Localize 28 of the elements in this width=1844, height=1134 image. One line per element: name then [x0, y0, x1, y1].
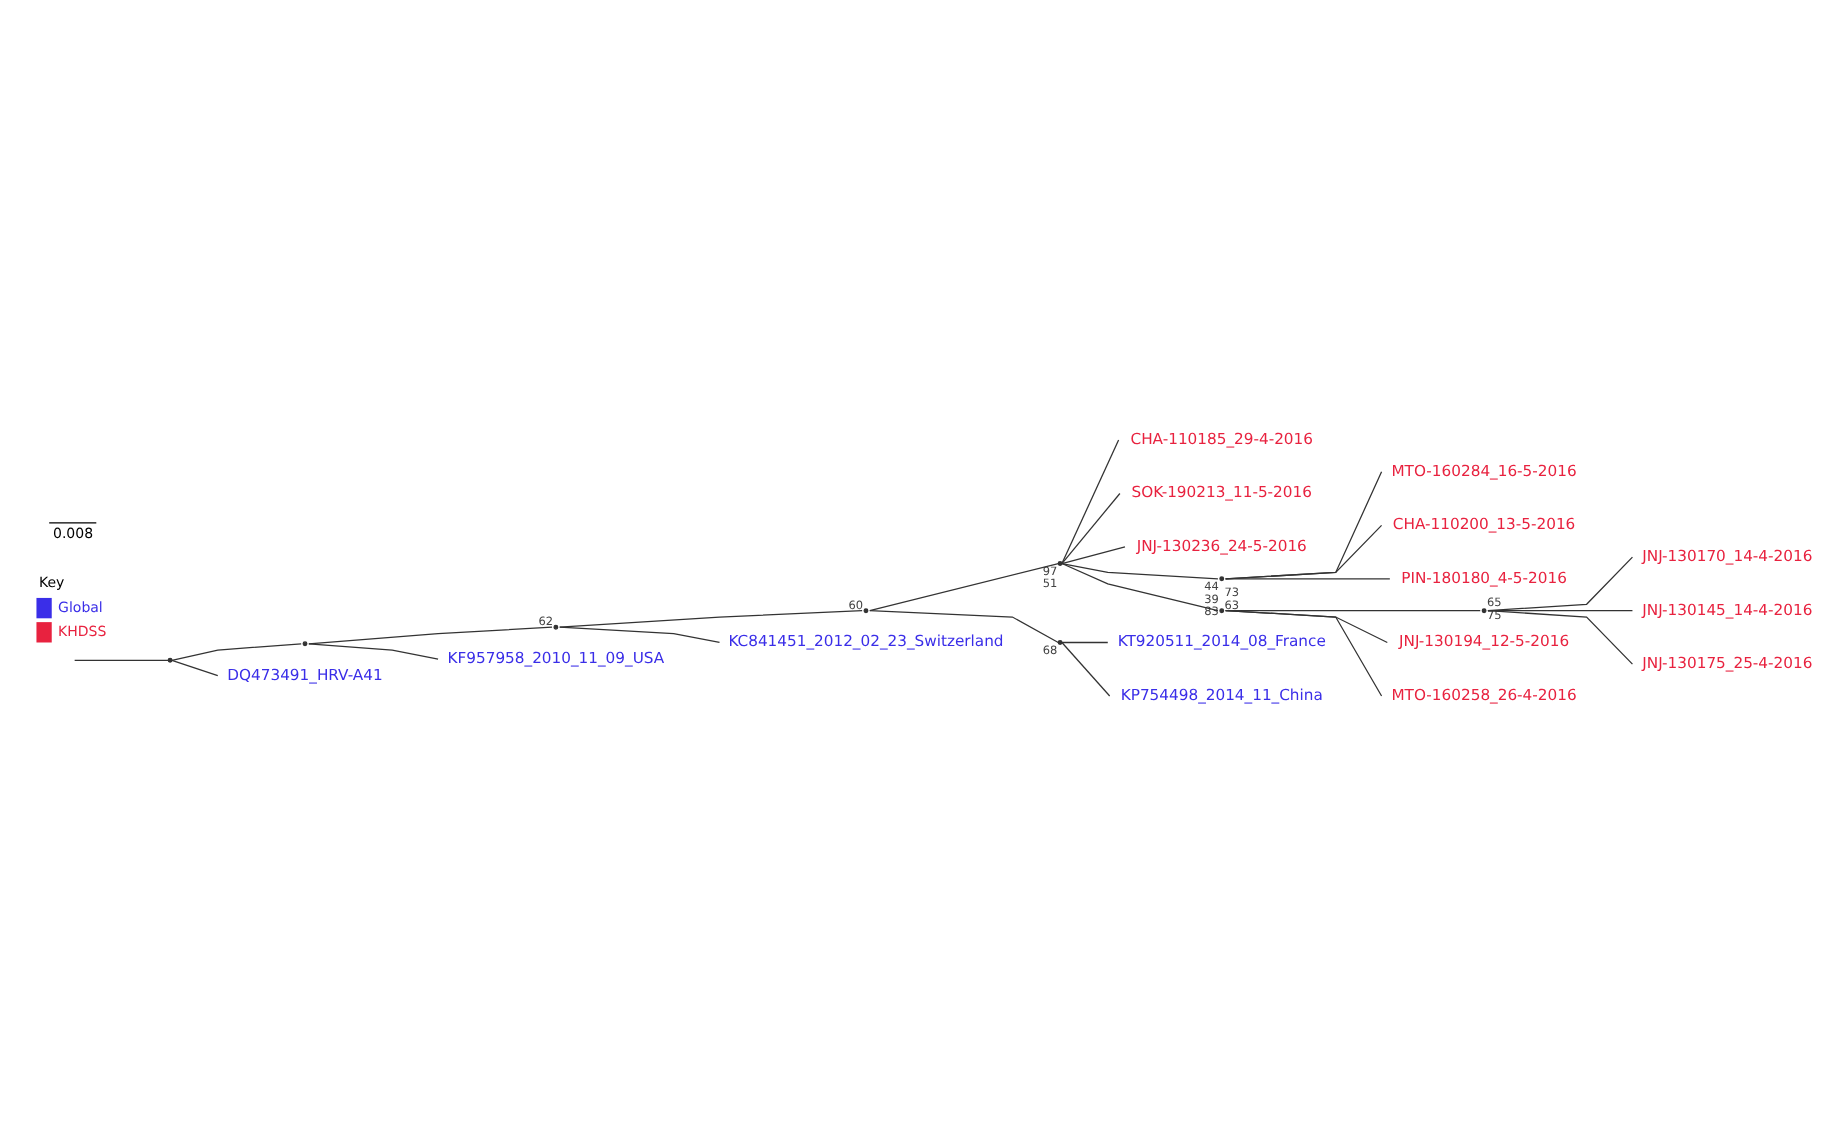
connector	[1224, 609, 1383, 696]
node-point	[1219, 575, 1225, 581]
node-point	[1481, 607, 1487, 613]
node-point	[302, 640, 308, 646]
connector	[308, 642, 439, 659]
node-point	[1219, 607, 1225, 613]
connector	[74, 658, 169, 660]
connector	[1061, 545, 1126, 564]
node-point	[1057, 639, 1063, 644]
connector	[171, 658, 219, 676]
node-point	[863, 607, 869, 613]
connector	[1061, 561, 1219, 611]
connector	[1224, 577, 1391, 579]
node-point	[553, 623, 559, 629]
node-point	[167, 656, 173, 662]
connector	[1061, 640, 1109, 643]
connector	[869, 609, 1059, 643]
connector	[559, 625, 721, 643]
node-point	[1057, 560, 1063, 565]
connector	[559, 609, 863, 627]
connector	[869, 561, 1059, 611]
connector	[1487, 609, 1634, 664]
connector	[1061, 561, 1219, 579]
connector	[171, 642, 302, 660]
connector	[308, 625, 553, 644]
connector	[1061, 438, 1120, 564]
connector	[1061, 640, 1111, 696]
connector	[1061, 491, 1121, 564]
